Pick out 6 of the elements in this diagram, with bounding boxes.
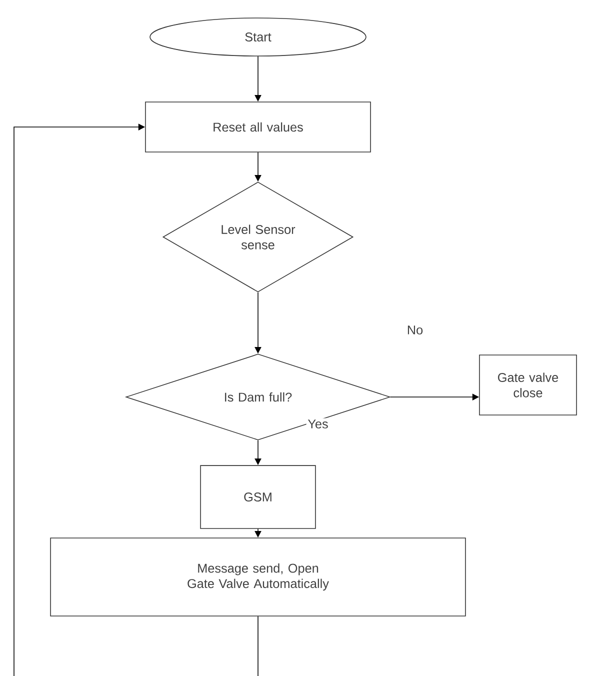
process-box: Reset all values bbox=[145, 102, 371, 152]
edge-label: Yes bbox=[306, 418, 330, 430]
edge-label: No bbox=[406, 324, 424, 336]
process-box: Gate valve close bbox=[479, 354, 577, 416]
process-box: Message send, Open Gate Valve Automatically bbox=[50, 538, 466, 616]
process-box: GSM bbox=[200, 465, 316, 529]
